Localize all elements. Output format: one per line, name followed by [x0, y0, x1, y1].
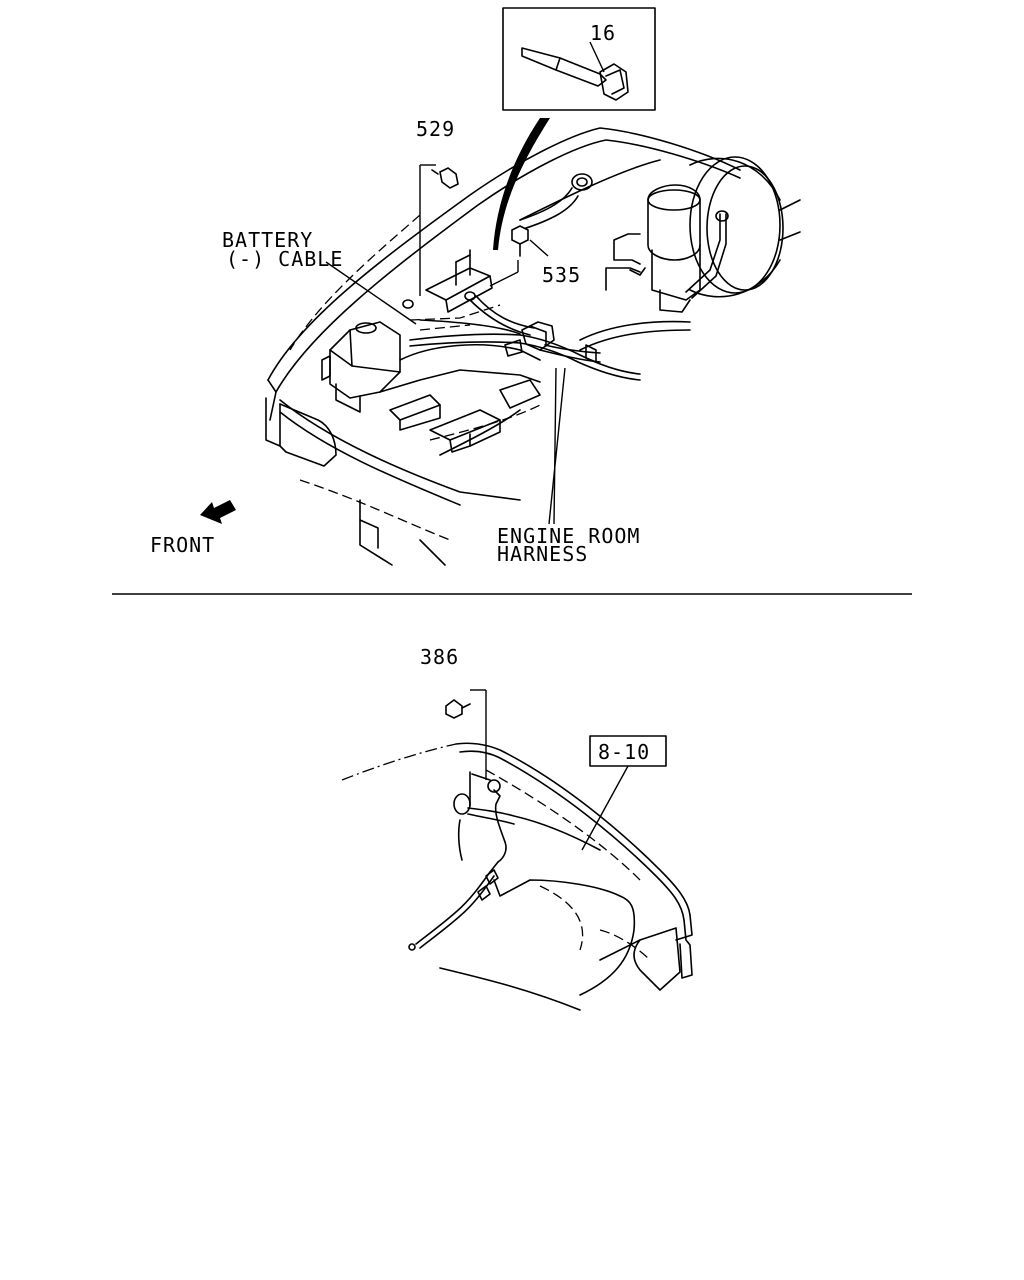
battery-tray: [379, 369, 541, 453]
callout-386: 386: [420, 645, 459, 669]
firewall-wiring: [409, 173, 691, 381]
label-harness-line1: ENGINE ROOM: [497, 524, 640, 548]
ground-bracket: [402, 249, 501, 331]
bolt-icon: [439, 167, 459, 189]
battery: [321, 321, 401, 413]
bolt-529: 529: [416, 117, 459, 296]
lower-view: 386 8-10: [341, 645, 693, 1011]
front-arrow-icon: [200, 500, 236, 524]
bolt-icon: [511, 225, 529, 245]
harness-label: ENGINE ROOM HARNESS: [497, 367, 640, 566]
battery-cable-label: BATTERY (-) CABLE: [222, 228, 417, 325]
label-harness-line2: HARNESS: [497, 542, 588, 566]
callout-535: 535: [542, 263, 581, 287]
bolt-icon: [445, 699, 463, 719]
label-front: FRONT: [150, 533, 215, 557]
clip-strap-icon: [521, 47, 607, 87]
upper-view: 16: [150, 7, 801, 566]
label-battery-line2: (-) CABLE: [226, 247, 343, 271]
brake-booster: [605, 156, 801, 313]
callout-16: 16: [590, 21, 616, 45]
inset-detail: 16: [502, 7, 656, 111]
front-indicator: FRONT: [150, 500, 236, 557]
label-battery-line1: BATTERY: [222, 228, 313, 252]
ref-8-10: 8-10: [598, 740, 650, 764]
clip-head-icon: [599, 63, 629, 101]
reference-box: 8-10: [581, 735, 667, 851]
lower-engine-bay: [341, 742, 693, 1011]
bolt-535: 535: [489, 225, 581, 287]
engine-bay-outline: [265, 127, 741, 566]
inset-pointer-arc: [493, 118, 550, 250]
inset-frame: [502, 7, 656, 111]
callout-529: 529: [416, 117, 455, 141]
bolt-386: 386: [420, 645, 487, 780]
